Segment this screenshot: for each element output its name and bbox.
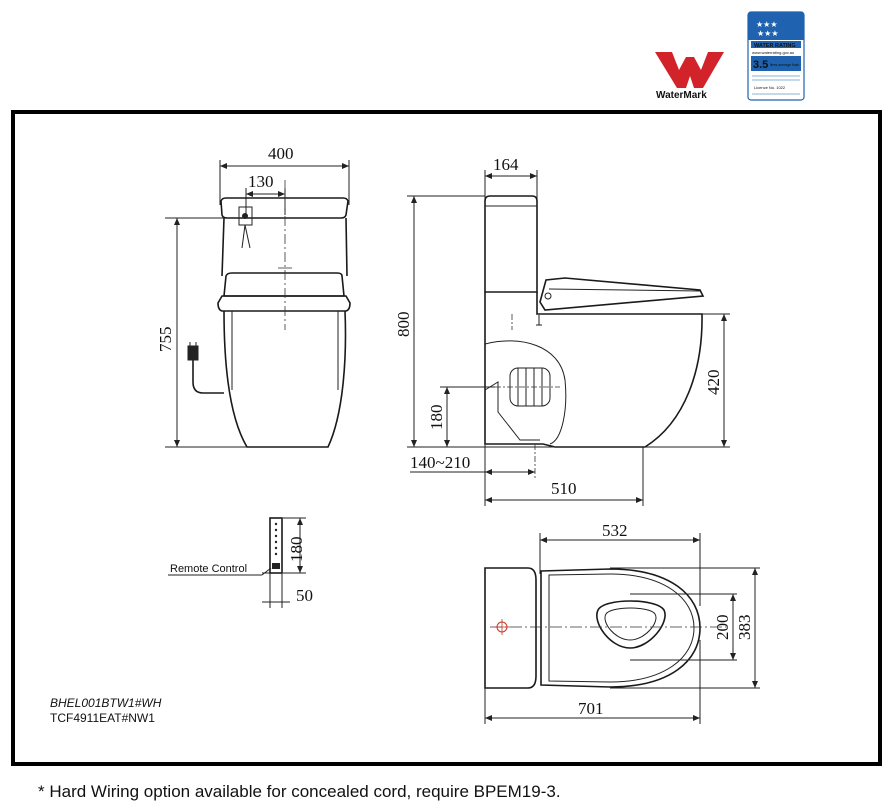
front-width-dim: 400 (268, 144, 294, 163)
front-view: 400 130 755 (156, 144, 351, 448)
power-cord (192, 352, 224, 394)
remote-control-view: 180 50 Remote Control (168, 517, 313, 608)
water-rating-value: 3.5 (753, 59, 768, 71)
top-view: 532 200 383 701 (484, 521, 760, 724)
svg-text:★★★: ★★★ (757, 29, 779, 38)
water-rating-unit: litres average flush (770, 63, 799, 67)
plug-icon (187, 342, 199, 361)
model-number-secondary: TCF4911EAT#NW1 (50, 711, 155, 725)
water-rating-licence: Licence No. 1022 (754, 85, 786, 90)
top-overall-width-dim: 383 (735, 615, 754, 641)
model-number-primary: BHEL001BTW1#WH (50, 696, 162, 710)
front-height-dim: 755 (156, 327, 175, 353)
water-rating-url: www.waterrating.gov.au (752, 50, 794, 55)
top-overall-length-dim: 701 (578, 699, 604, 718)
watermark-logo: WaterMark (655, 52, 724, 101)
watermark-w-icon (655, 52, 724, 88)
drawing-frame (11, 110, 882, 766)
water-rating-label: ★★★ ★★★ WATER RATING www.waterrating.gov… (747, 11, 805, 101)
side-view: 164 800 420 180 (394, 155, 730, 506)
remote-height-dim: 180 (287, 537, 306, 563)
side-tank-dim: 164 (493, 155, 519, 174)
watermark-logo-text: WaterMark (656, 90, 707, 101)
top-bowl-width-dim: 200 (713, 615, 732, 641)
remote-control-label: Remote Control (170, 563, 247, 575)
star-rating-icon: ★★★ ★★★ (756, 20, 779, 38)
water-rating-header: WATER RATING (754, 43, 796, 49)
side-outlet-height-dim: 180 (427, 405, 446, 431)
side-depth-dim: 510 (551, 479, 577, 498)
side-seat-height-dim: 420 (704, 370, 723, 396)
footnote: * Hard Wiring option available for conce… (38, 782, 561, 801)
remote-width-dim: 50 (296, 586, 313, 605)
side-outlet-range-dim: 140~210 (410, 453, 470, 472)
top-seat-width-dim: 532 (602, 521, 628, 540)
front-tank-dim: 130 (248, 172, 274, 191)
svg-text:★★★: ★★★ (756, 20, 778, 29)
side-total-height-dim: 800 (394, 312, 413, 338)
